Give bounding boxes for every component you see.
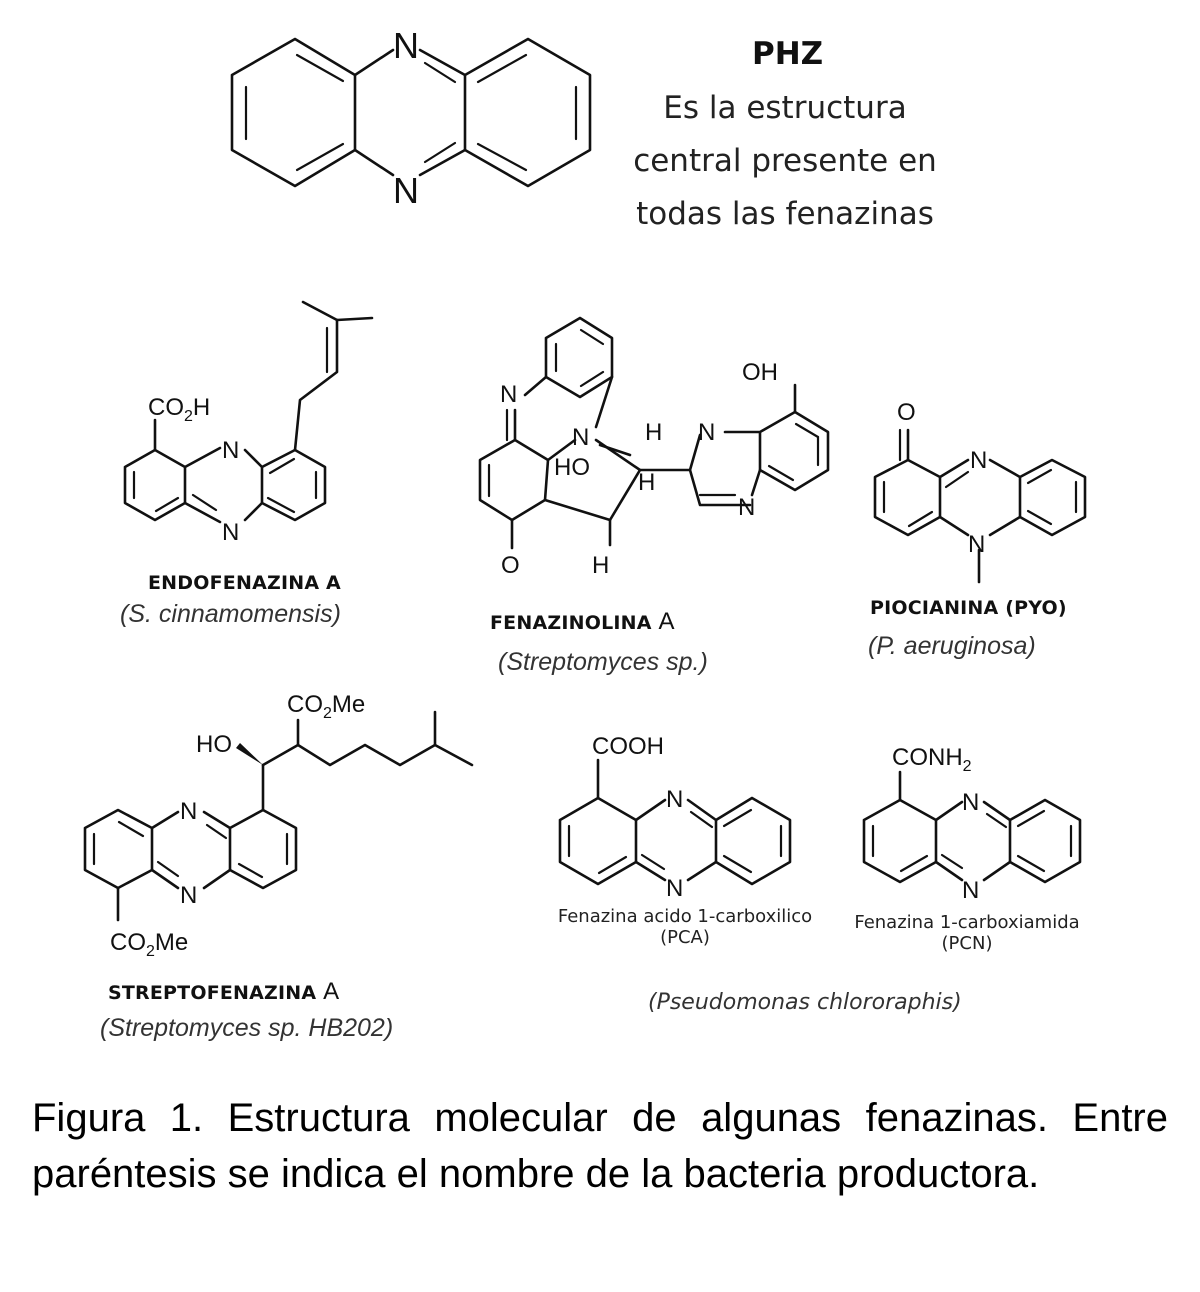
phz-title: PHZ xyxy=(752,36,824,72)
pca-label: Fenazina acido 1-carboxilico (PCA) xyxy=(540,906,830,948)
pcn-conh2: CONH2 xyxy=(892,744,972,775)
fenazinolina-h2: H xyxy=(638,469,655,496)
streptofenazina-structure: HO CO2Me CO2Me N N xyxy=(83,691,474,960)
streptofenazina-n-bottom: N xyxy=(180,882,197,909)
fenazinolina-oh: OH xyxy=(742,359,778,386)
streptofenazina-name: STREPTOFENAZINA A xyxy=(108,978,339,1006)
fenazinolina-n3: N xyxy=(698,419,715,446)
streptofenazina-co2me-top: CO2Me xyxy=(287,691,365,722)
streptofenazina-name-text: STREPTOFENAZINA xyxy=(108,982,317,1004)
endofenazina-n-bottom: N xyxy=(222,519,239,546)
fenazinolina-suffix: A xyxy=(658,608,675,635)
endofenazina-n-top: N xyxy=(222,437,239,464)
streptofenazina-organism: (Streptomyces sp. HB202) xyxy=(100,1014,394,1042)
streptofenazina-suffix: A xyxy=(323,978,340,1005)
piocianina-n-bottom: N xyxy=(968,531,985,558)
phz-structure: N N xyxy=(230,25,592,211)
endofenazina-organism: (S. cinnamomensis) xyxy=(120,600,341,628)
pca-abbr: (PCA) xyxy=(660,927,710,948)
phz-description: Es la estructura central presente en tod… xyxy=(610,82,960,241)
fenazinolina-h3: H xyxy=(592,552,609,579)
fenazinolina-name: FENAZINOLINA A xyxy=(490,608,675,636)
endofenazina-name: ENDOFENAZINA A xyxy=(148,572,341,594)
pca-name: Fenazina acido 1-carboxilico xyxy=(557,906,813,927)
pcn-label: Fenazina 1-carboxiamida (PCN) xyxy=(842,912,1092,954)
pcn-structure: CONH2 N N xyxy=(862,744,1082,904)
pcn-abbr: (PCN) xyxy=(941,933,993,954)
phz-n-top: N xyxy=(393,25,419,66)
piocianina-o: O xyxy=(897,399,916,426)
fenazinolina-n4: N xyxy=(738,494,755,521)
phz-description-line: central presente en xyxy=(633,143,937,179)
pcn-name: Fenazina 1-carboxiamida xyxy=(854,912,1080,933)
piocianina-name: PIOCIANINA (PYO) xyxy=(870,597,1067,619)
pcn-n-top: N xyxy=(962,789,979,816)
endofenazina-structure: CO2H N N xyxy=(123,300,374,546)
fenazinolina-o: O xyxy=(501,552,520,579)
piocianina-organism: (P. aeruginosa) xyxy=(868,632,1036,660)
pca-structure: COOH N N xyxy=(558,733,792,902)
phz-description-line: todas las fenazinas xyxy=(636,196,934,232)
pseudomonas-organism: (Pseudomonas chlororaphis) xyxy=(648,990,962,1015)
phz-description-line: Es la estructura xyxy=(663,90,907,126)
fenazinolina-organism: (Streptomyces sp.) xyxy=(498,648,708,676)
piocianina-structure: O N N xyxy=(873,399,1087,584)
endofenazina-co2h: CO2H xyxy=(148,394,210,425)
piocianina-n-top: N xyxy=(970,447,987,474)
pca-n-bottom: N xyxy=(666,875,683,902)
fenazinolina-n2: N xyxy=(572,424,589,451)
fenazinolina-n1: N xyxy=(500,381,517,408)
streptofenazina-ho: HO xyxy=(196,731,232,758)
streptofenazina-co2me-bottom: CO2Me xyxy=(110,929,188,960)
fenazinolina-ho: HO xyxy=(554,454,590,481)
fenazinolina-h1: H xyxy=(645,419,662,446)
pca-n-top: N xyxy=(666,786,683,813)
pca-cooh: COOH xyxy=(592,733,664,760)
streptofenazina-n-top: N xyxy=(180,798,197,825)
fenazinolina-structure: OH N N N N H HO H O H xyxy=(478,316,830,579)
fenazinolina-name-text: FENAZINOLINA xyxy=(490,612,652,634)
phz-n-bottom: N xyxy=(393,170,419,211)
figure-caption: Figura 1. Estructura molecular de alguna… xyxy=(32,1096,1168,1196)
pcn-n-bottom: N xyxy=(962,877,979,904)
